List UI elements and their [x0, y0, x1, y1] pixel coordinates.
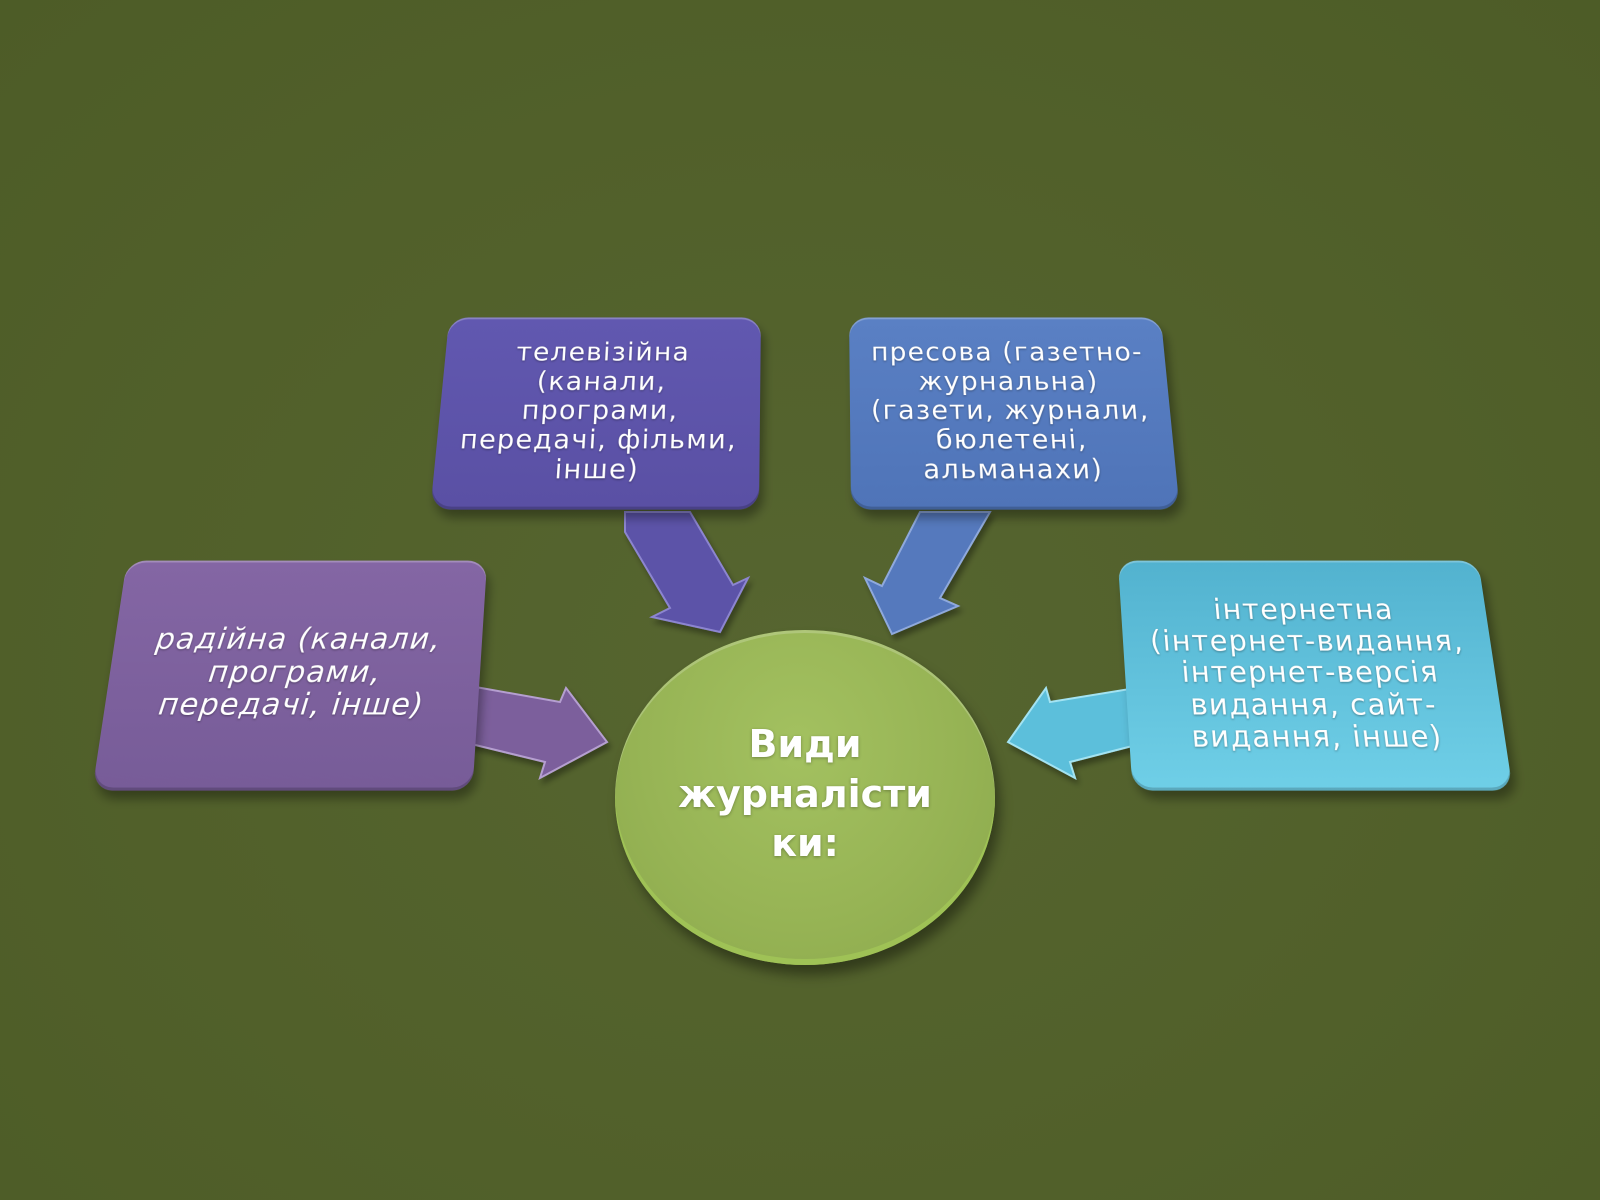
node-press-label: пресова (газетно- журнальна) (газети, жу… [870, 339, 1156, 486]
node-tv: телевізійна (канали, програми, передачі,… [430, 317, 761, 509]
node-tv-label: телевізійна (канали, програми, передачі,… [445, 339, 749, 486]
center-node: Види журналісти ки: [615, 630, 995, 965]
node-radio-label: радійна (канали, програми, передачі, інш… [144, 624, 442, 723]
center-node-label: Види журналісти ки: [678, 720, 932, 868]
node-radio: радійна (канали, програми, передачі, інш… [92, 561, 487, 791]
arrow-press-to-center [865, 512, 990, 634]
node-internet: інтернетна (інтернет-видання, інтернет-в… [1118, 561, 1513, 791]
arrow-radio-to-center [463, 686, 607, 778]
node-press: пресова (газетно- журнальна) (газети, жу… [849, 317, 1180, 509]
node-internet-label: інтернетна (інтернет-видання, інтернет-в… [1147, 595, 1480, 754]
arrow-tv-to-center [625, 512, 748, 632]
